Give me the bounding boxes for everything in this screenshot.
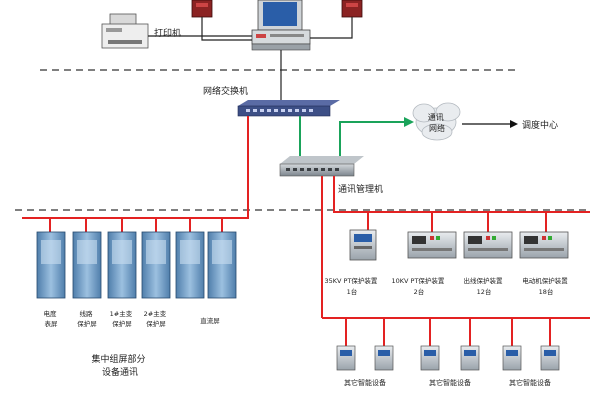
- green-arrow: [404, 117, 414, 127]
- cabinet-icon: [141, 231, 171, 299]
- cabinet-label: 2#主变 保护屏: [144, 309, 169, 328]
- comm-manager-icon: [279, 156, 364, 177]
- central-screen-label: 集中组屏部分 设备通讯: [92, 353, 149, 378]
- workstation-icon: [251, 0, 311, 51]
- red-bus-lines: [22, 116, 590, 346]
- cabinet-icon: [207, 231, 237, 299]
- small-device-icon: [502, 345, 522, 371]
- protection-device-label: 35KV PT保护装置 1台: [324, 276, 379, 296]
- comm-network-line-1: 通讯: [428, 112, 444, 122]
- network-switch-icon: [237, 100, 340, 117]
- upper-links: [148, 17, 353, 105]
- dispatch-center-label: 调度中心: [522, 119, 558, 131]
- small-device-label: 其它智能设备: [344, 378, 386, 387]
- comm-network-line-2: 网络: [429, 123, 445, 133]
- cabinet-label: 直流屏: [200, 316, 220, 325]
- cabinet-icon: [107, 231, 137, 299]
- small-device-icon: [540, 345, 560, 371]
- protection-device-icon: [407, 231, 457, 259]
- cabinet-group: [36, 231, 237, 299]
- cabinet-icon: [36, 231, 66, 299]
- cabinet-icon: [175, 231, 205, 299]
- pt-protection-device-icon: [349, 229, 377, 261]
- small-device-label: 其它智能设备: [509, 378, 551, 387]
- small-device-label: 其它智能设备: [429, 378, 471, 387]
- cloud-icon: [412, 102, 461, 141]
- small-device-group: [336, 345, 560, 371]
- small-device-icon: [460, 345, 480, 371]
- small-device-icon: [374, 345, 394, 371]
- protection-device-label: 电动机保护装置 18台: [522, 276, 570, 296]
- server-right-icon: [341, 0, 363, 18]
- printer-label: 打印机: [154, 27, 181, 39]
- comm-network-label: 通讯 网络: [428, 112, 447, 133]
- small-device-icon: [336, 345, 356, 371]
- cabinet-icon: [72, 231, 102, 299]
- server-left-icon: [191, 0, 213, 18]
- green-links: [299, 116, 404, 158]
- cabinet-label: 1#主变 保护屏: [110, 309, 135, 328]
- arrow-to-dispatch-head: [510, 120, 518, 128]
- cabinet-label: 电度 表屏: [43, 309, 58, 328]
- switch-label: 网络交换机: [203, 85, 248, 97]
- protection-device-label: 10KV PT保护装置 2台: [391, 276, 446, 296]
- protection-device-icon: [519, 231, 569, 259]
- cabinet-label: 线路 保护屏: [77, 309, 97, 328]
- printer-icon: [101, 13, 149, 49]
- protection-device-label: 出线保护装置 12台: [463, 276, 504, 296]
- comm-manager-label: 通讯管理机: [338, 183, 383, 195]
- protection-device-icon: [463, 231, 513, 259]
- small-device-icon: [420, 345, 440, 371]
